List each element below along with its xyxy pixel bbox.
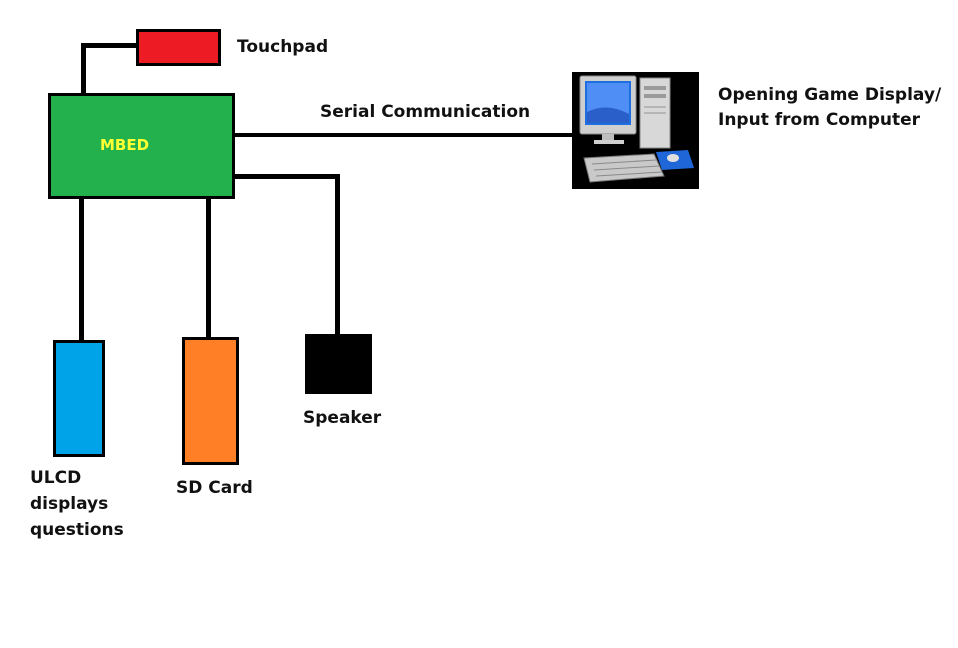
computer-label-line2: Input from Computer	[718, 110, 921, 130]
ulcd-block	[53, 340, 105, 457]
mbed-block	[48, 93, 235, 199]
ulcd-label-line3: questions	[30, 520, 124, 540]
ulcd-wire	[79, 196, 84, 342]
ulcd-label-line1: ULCD	[30, 468, 82, 488]
sd-card-block	[182, 337, 239, 465]
touchpad-wire-horizontal	[81, 43, 139, 48]
touchpad-label: Touchpad	[237, 37, 329, 57]
touchpad-block	[136, 29, 221, 66]
mbed-label: MBED	[100, 136, 150, 154]
touchpad-wire-vertical	[81, 44, 86, 94]
serial-communication-wire	[232, 133, 574, 137]
computer-label-line1: Opening Game Display/	[718, 85, 942, 105]
serial-communication-label: Serial Communication	[320, 102, 531, 122]
speaker-wire-horizontal	[232, 174, 340, 179]
speaker-label: Speaker	[303, 408, 382, 428]
ulcd-label-line2: displays	[30, 494, 109, 514]
speaker-block	[305, 334, 372, 394]
sd-card-wire	[206, 196, 211, 340]
desktop-computer-icon	[572, 72, 699, 189]
speaker-wire-vertical	[335, 174, 340, 336]
sd-card-label: SD Card	[176, 478, 253, 498]
